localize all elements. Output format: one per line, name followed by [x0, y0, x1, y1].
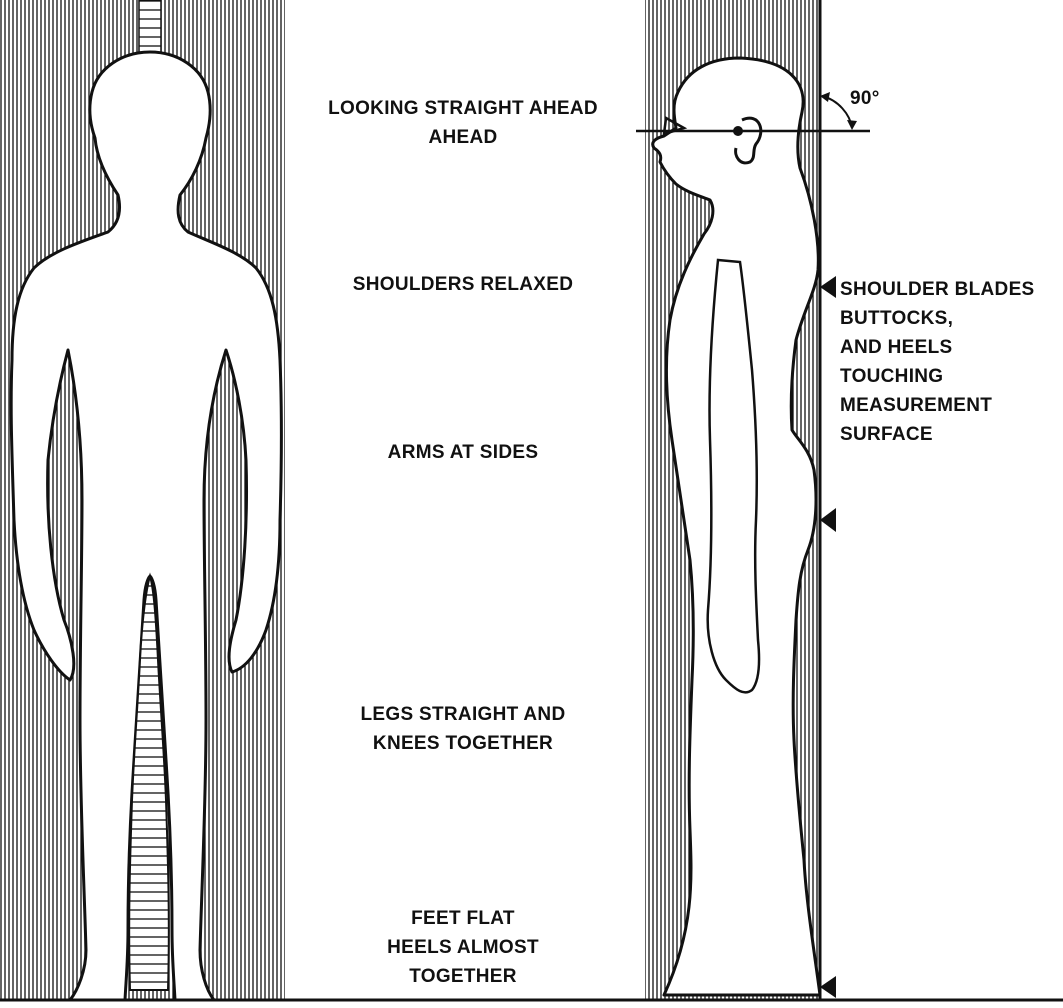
label-touching-line-3: AND HEELS	[840, 333, 1035, 362]
label-arms-at-sides: ARMS AT SIDES	[298, 438, 628, 467]
label-touching-line-2: BUTTOCKS,	[840, 304, 1035, 333]
label-feet-line-3: TOGETHER	[298, 962, 628, 991]
heels-contact-marker	[820, 976, 836, 998]
label-touching-line-4: TOUCHING	[840, 362, 1035, 391]
label-shoulders-relaxed: SHOULDERS RELAXED	[298, 270, 628, 299]
label-angle: 90°	[850, 84, 880, 113]
label-looking-line-2: AHEAD	[298, 123, 628, 152]
shoulder-contact-marker	[820, 276, 836, 298]
label-legs-straight: LEGS STRAIGHT AND KNEES TOGETHER	[298, 700, 628, 758]
label-feet-line-1: FEET FLAT	[298, 904, 628, 933]
label-legs-line-2: KNEES TOGETHER	[298, 729, 628, 758]
label-touching-surface: SHOULDER BLADES BUTTOCKS, AND HEELS TOUC…	[840, 275, 1035, 449]
label-feet-line-2: HEELS ALMOST	[298, 933, 628, 962]
label-touching-line-1: SHOULDER BLADES	[840, 275, 1035, 304]
label-legs-line-1: LEGS STRAIGHT AND	[298, 700, 628, 729]
buttocks-contact-marker	[820, 508, 836, 532]
arc-arrow-bottom	[847, 120, 857, 130]
label-touching-line-6: SURFACE	[840, 420, 1035, 449]
label-looking-line-1: LOOKING STRAIGHT AHEAD	[298, 94, 628, 123]
label-looking-straight-ahead: LOOKING STRAIGHT AHEAD AHEAD	[298, 94, 628, 152]
label-touching-line-5: MEASUREMENT	[840, 391, 1035, 420]
label-feet-flat: FEET FLAT HEELS ALMOST TOGETHER	[298, 904, 628, 991]
